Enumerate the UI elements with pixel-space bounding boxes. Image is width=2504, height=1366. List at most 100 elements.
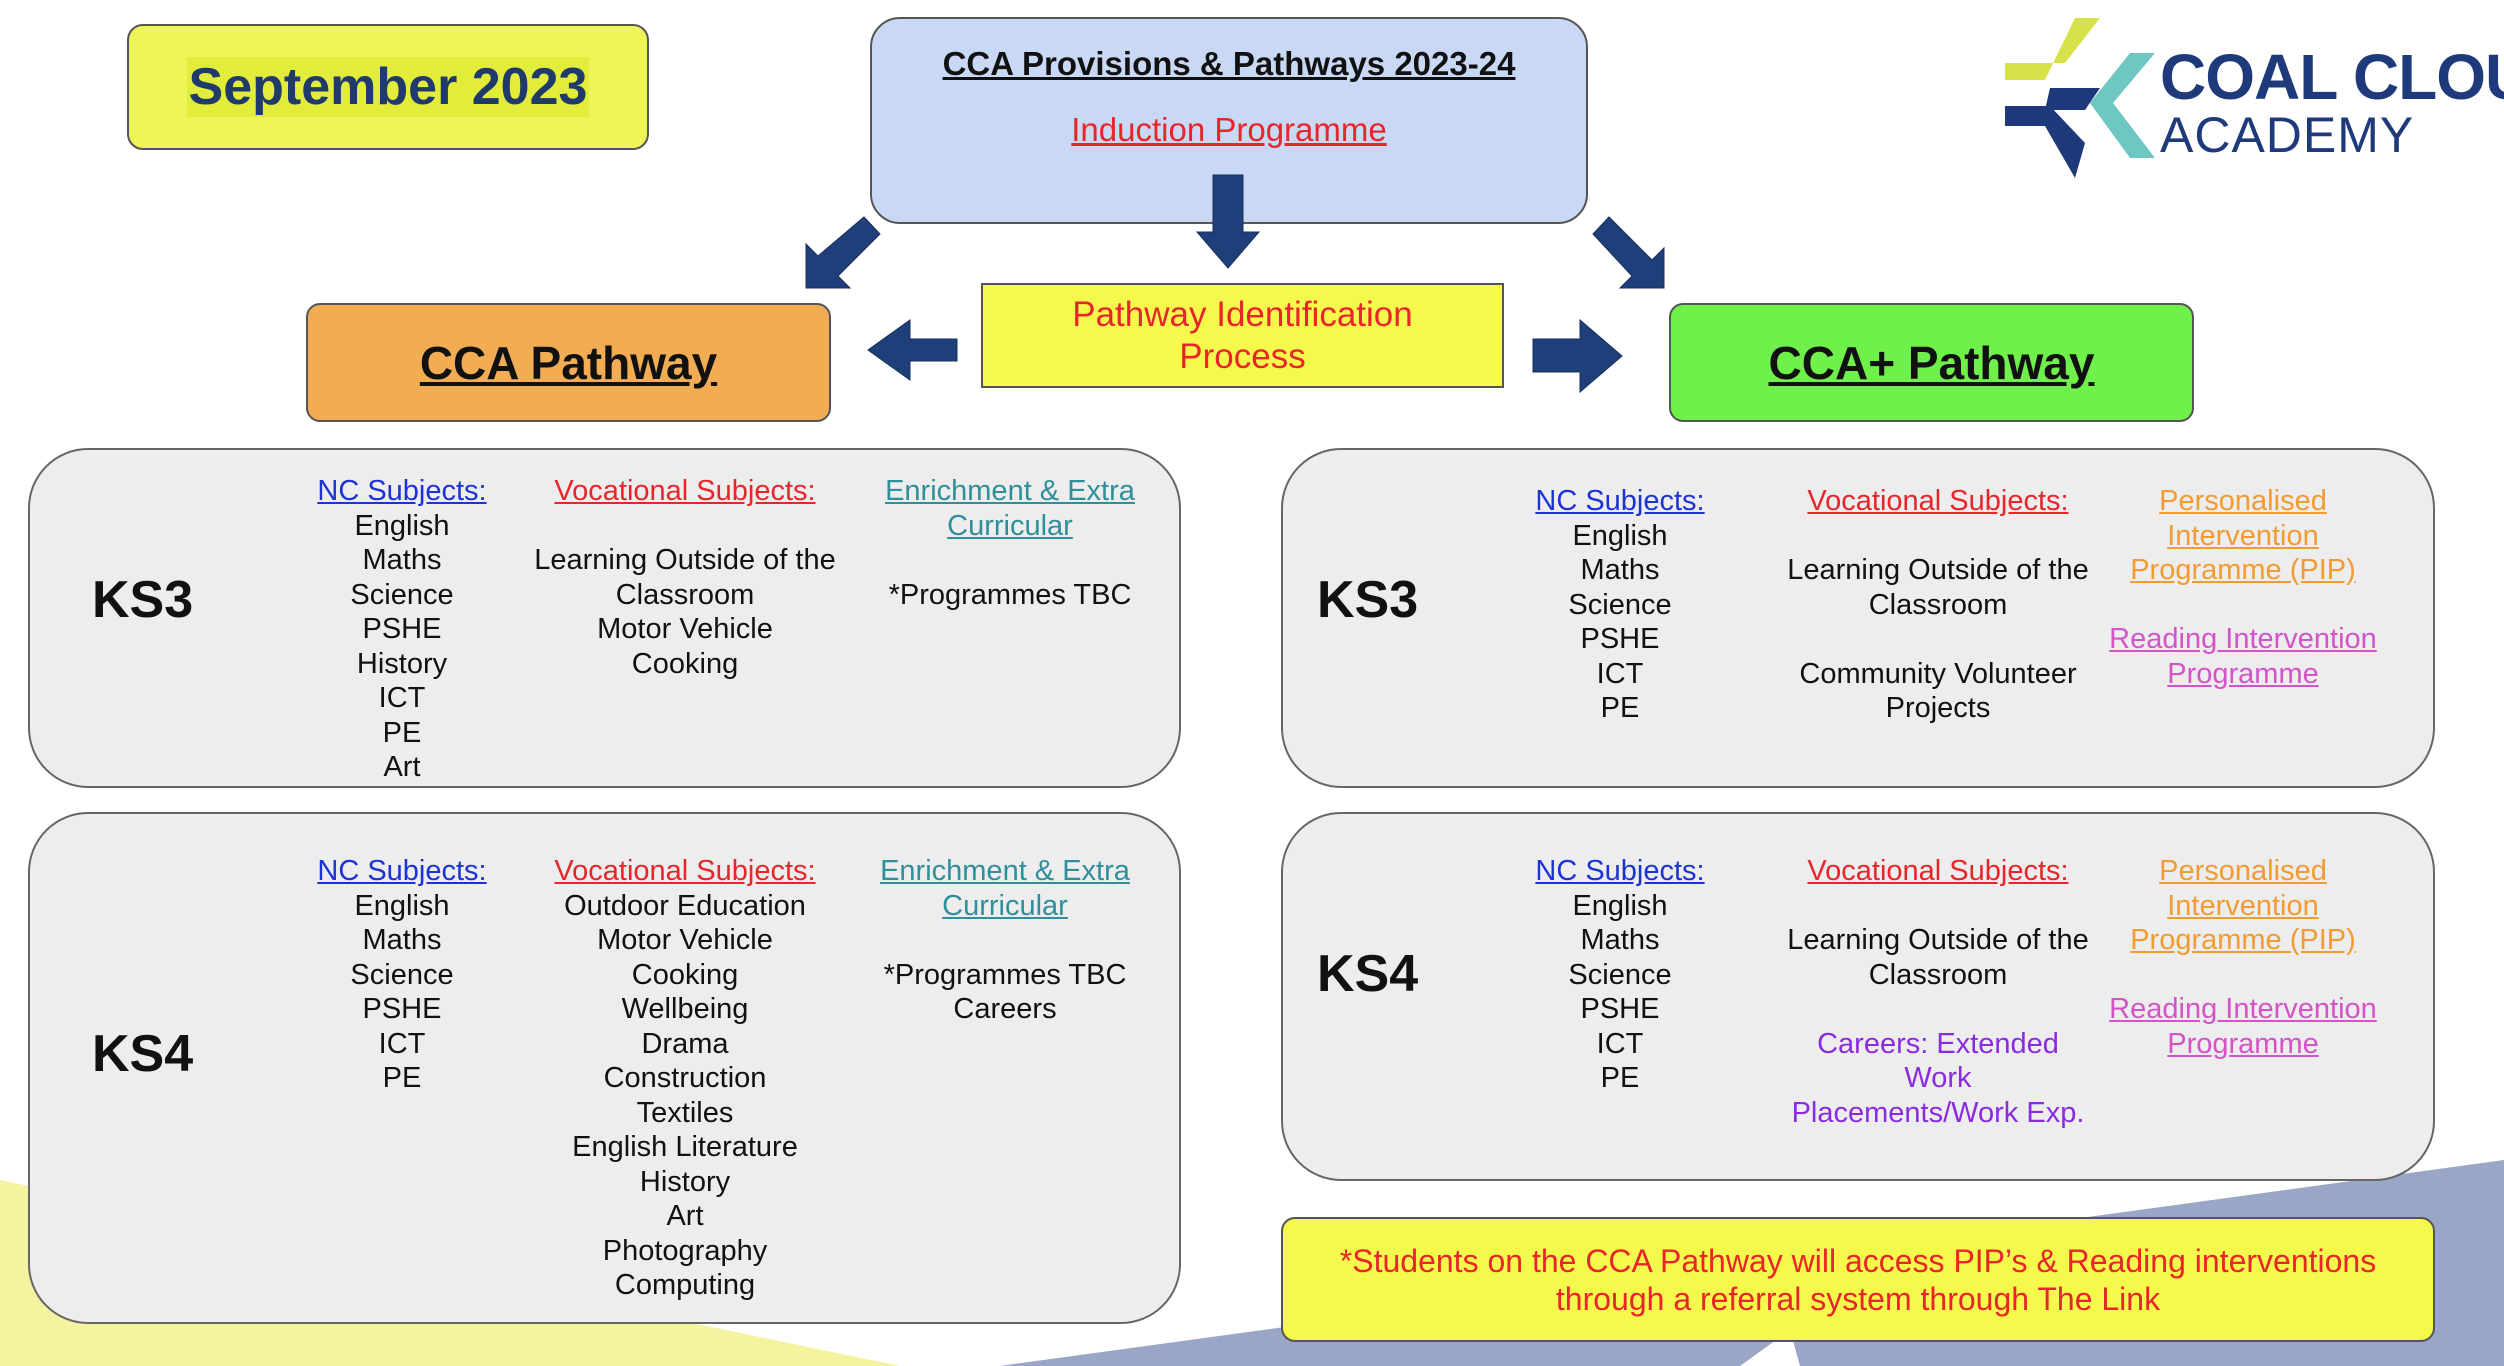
- reading-intervention-link-line1[interactable]: Reading Intervention: [2109, 993, 2377, 1025]
- list-item: Learning Outside of the: [534, 544, 836, 576]
- list-item: PE: [382, 1062, 422, 1094]
- enrichment-heading-line1[interactable]: Enrichment & Extra: [880, 855, 1130, 887]
- cca-ks3-enrichment-column: Enrichment & Extra Curricular *Programme…: [840, 474, 1180, 612]
- reading-intervention-link-line1[interactable]: Reading Intervention: [2109, 623, 2377, 655]
- pip-link-line3[interactable]: Programme (PIP): [2130, 924, 2356, 956]
- enrichment-heading-line1[interactable]: Enrichment & Extra: [885, 475, 1135, 507]
- footnote-box: *Students on the CCA Pathway will access…: [1281, 1217, 2435, 1342]
- careers-line3: Placements/Work Exp.: [1791, 1096, 2085, 1129]
- pip-link-line1[interactable]: Personalised: [2159, 855, 2327, 887]
- cca-ks3-vocational-column: Vocational Subjects: Learning Outside of…: [490, 474, 880, 681]
- enrichment-heading-line2[interactable]: Curricular: [947, 509, 1073, 542]
- list-item: Wellbeing: [621, 993, 749, 1025]
- cca-plus-ks4-intervention-column: Personalised Intervention Programme (PIP…: [2063, 854, 2423, 1061]
- list-item: Photography: [602, 1234, 768, 1267]
- list-item: Computing: [614, 1269, 756, 1301]
- list-item: Classroom: [615, 578, 755, 611]
- vocational-subjects-heading[interactable]: Vocational Subjects:: [1807, 855, 2069, 887]
- cca-plus-ks3-vocational-column: Vocational Subjects: Learning Outside of…: [1743, 484, 2133, 726]
- nc-subjects-heading[interactable]: NC Subjects:: [317, 855, 487, 887]
- list-item: Maths: [1580, 554, 1660, 586]
- nc-subjects-heading[interactable]: NC Subjects:: [317, 475, 487, 507]
- list-item: Maths: [362, 544, 442, 576]
- footnote-line1: *Students on the CCA Pathway will access…: [1339, 1242, 2377, 1279]
- list-item: PE: [1600, 1062, 1640, 1094]
- list-item: PE: [1600, 692, 1640, 724]
- cca-plus-ks3-nc-column: NC Subjects: English Maths Science PSHE …: [1470, 484, 1770, 726]
- list-item: ICT: [378, 1027, 426, 1060]
- list-item: Cooking: [631, 958, 739, 991]
- cca-plus-ks3-intervention-column: Personalised Intervention Programme (PIP…: [2063, 484, 2423, 691]
- list-item: English: [354, 509, 450, 542]
- list-item: History: [639, 1165, 731, 1198]
- vocational-subjects-heading[interactable]: Vocational Subjects:: [554, 475, 816, 507]
- footnote-line2: through a referral system through The Li…: [1555, 1280, 2161, 1317]
- vocational-subjects-heading[interactable]: Vocational Subjects:: [1807, 485, 2069, 517]
- academy-emblem-icon: [2005, 18, 2155, 178]
- cca-plus-ks4-label: KS4: [1317, 945, 1419, 1003]
- list-item: Science: [1568, 958, 1672, 991]
- enrichment-heading-line2[interactable]: Curricular: [942, 889, 1068, 922]
- pathway-identification-line2: Process: [1179, 336, 1306, 376]
- cca-pathway-title: CCA Pathway: [419, 336, 718, 389]
- list-item: PE: [382, 716, 422, 749]
- list-item: PSHE: [362, 613, 442, 645]
- list-item: Maths: [362, 924, 442, 956]
- pip-link-line2[interactable]: Intervention: [2167, 889, 2319, 922]
- cca-ks4-label: KS4: [92, 1025, 194, 1083]
- cca-pathway-box: CCA Pathway: [306, 303, 831, 422]
- list-item: Textiles: [636, 1096, 734, 1129]
- arrow-diag-right-icon: [1592, 216, 1665, 289]
- list-item: Art: [383, 751, 421, 783]
- list-item: Science: [350, 958, 454, 991]
- list-item: Outdoor Education: [564, 889, 806, 922]
- nc-subjects-heading[interactable]: NC Subjects:: [1535, 855, 1705, 887]
- cca-ks4-panel: KS4 NC Subjects: English Maths Science P…: [28, 812, 1181, 1324]
- list-item: *Programmes TBC: [888, 578, 1132, 611]
- list-item: *Programmes TBC: [883, 958, 1127, 991]
- list-item: Learning Outside of the: [1787, 554, 2089, 586]
- list-item: Community Volunteer: [1799, 657, 2077, 690]
- careers-line2: Work: [1904, 1062, 1972, 1094]
- careers-line1: Careers: Extended: [1817, 1027, 2059, 1060]
- list-item: Motor Vehicle: [597, 613, 773, 645]
- cca-ks3-label: KS3: [92, 571, 194, 629]
- list-item: English: [1572, 519, 1668, 552]
- list-item: Maths: [1580, 924, 1660, 956]
- list-item: PSHE: [362, 993, 442, 1025]
- cca-plus-ks3-label: KS3: [1317, 571, 1419, 629]
- reading-intervention-link-line2[interactable]: Programme: [2167, 1027, 2319, 1060]
- list-item: English Literature: [572, 1131, 798, 1163]
- cca-plus-ks4-nc-column: NC Subjects: English Maths Science PSHE …: [1470, 854, 1770, 1096]
- list-item: Learning Outside of the: [1787, 924, 2089, 956]
- list-item: ICT: [378, 682, 426, 714]
- pip-link-line3[interactable]: Programme (PIP): [2130, 554, 2356, 586]
- list-item: Careers: [953, 993, 1057, 1025]
- date-label: September 2023: [127, 24, 649, 150]
- nc-subjects-heading[interactable]: NC Subjects:: [1535, 485, 1705, 517]
- logo-line1: COAL CLOUGH: [2160, 41, 2504, 113]
- pip-link-line2[interactable]: Intervention: [2167, 519, 2319, 552]
- arrow-right-icon: [1532, 318, 1623, 394]
- cca-plus-pathway-box: CCA+ Pathway: [1669, 303, 2194, 422]
- page-title: CCA Provisions & Pathways 2023-24: [942, 45, 1516, 82]
- reading-intervention-link-line2[interactable]: Programme: [2167, 657, 2319, 690]
- induction-programme-link[interactable]: Induction Programme: [1071, 111, 1387, 148]
- list-item: Drama: [641, 1027, 729, 1060]
- vocational-subjects-heading[interactable]: Vocational Subjects:: [554, 855, 816, 887]
- cca-ks4-vocational-column: Vocational Subjects: Outdoor Education M…: [490, 854, 880, 1303]
- arrow-diag-left-icon: [805, 216, 881, 289]
- list-item: Classroom: [1868, 958, 2008, 991]
- cca-plus-ks3-panel: KS3 NC Subjects: English Maths Science P…: [1281, 448, 2435, 788]
- list-item: Motor Vehicle: [597, 924, 773, 956]
- cca-ks4-nc-column: NC Subjects: English Maths Science PSHE …: [252, 854, 552, 1096]
- list-item: Classroom: [1868, 588, 2008, 621]
- list-item: English: [1572, 889, 1668, 922]
- list-item: Projects: [1885, 692, 1991, 724]
- pip-link-line1[interactable]: Personalised: [2159, 485, 2327, 517]
- list-item: English: [354, 889, 450, 922]
- list-item: Science: [350, 578, 454, 611]
- date-label-text: September 2023: [186, 57, 590, 117]
- list-item: Art: [666, 1200, 704, 1232]
